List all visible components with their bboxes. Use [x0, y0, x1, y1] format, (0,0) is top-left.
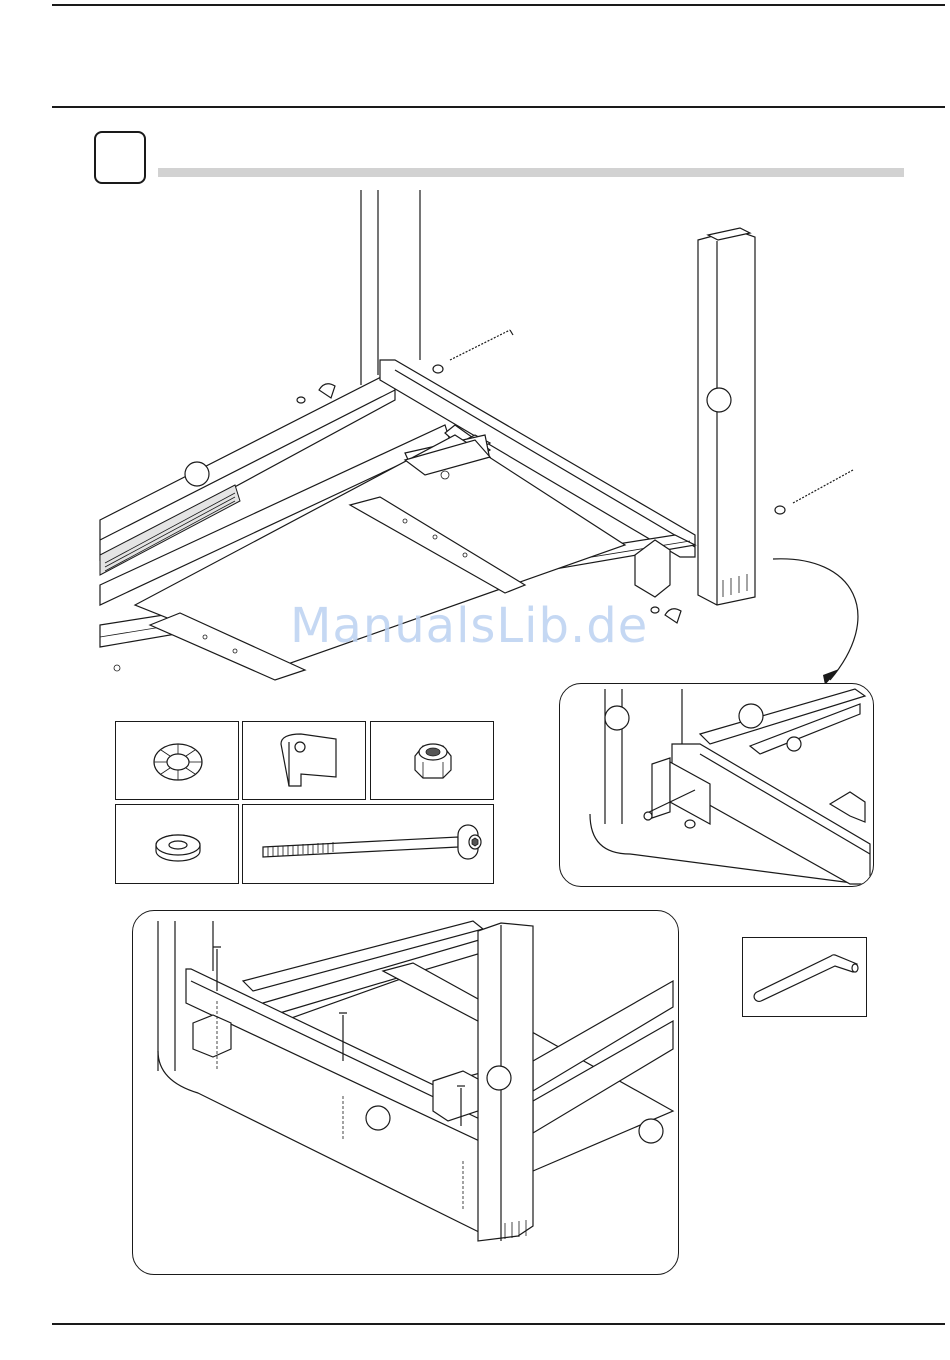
watermark: ManualsLib.de [290, 598, 670, 654]
part-cell-nut [370, 721, 494, 800]
detail-panel-bolt-connection [559, 683, 874, 887]
hex-nut-icon [371, 722, 495, 801]
front-leg [698, 228, 755, 605]
top-rule [52, 4, 945, 6]
step-number-box [94, 131, 146, 184]
footer-rule [52, 1323, 945, 1325]
bolt-connection-detail [560, 684, 874, 887]
allen-key-icon [743, 938, 868, 1018]
header-rule [52, 106, 945, 108]
step-title-bar [158, 168, 904, 177]
lock-washer-icon [116, 722, 240, 801]
detail-panel-screw-mounting [132, 910, 679, 1275]
rear-leg [361, 190, 420, 385]
screw-mounting-detail [133, 911, 679, 1275]
part-cell-lock-washer [115, 721, 239, 800]
tool-cell-allen-key [742, 937, 867, 1017]
flat-washer-icon [116, 805, 240, 885]
part-cell-clip [242, 721, 366, 800]
bolt-icon [243, 805, 495, 885]
part-cell-bolt [242, 804, 494, 884]
part-cell-flat-washer [115, 804, 239, 884]
clip-icon [243, 722, 367, 801]
